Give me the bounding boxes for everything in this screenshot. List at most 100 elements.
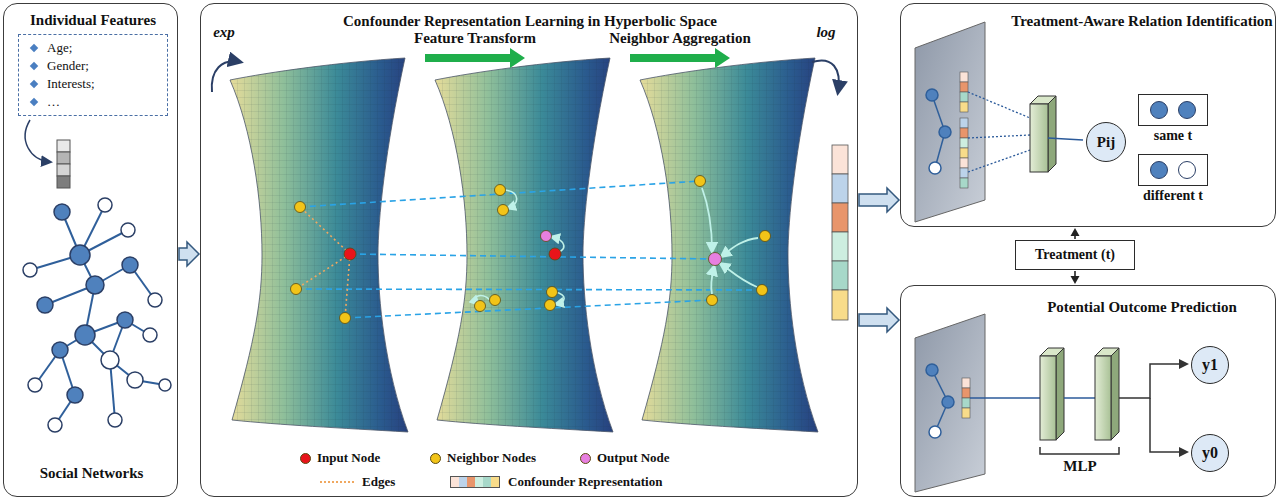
feature-item: Interests; [47,76,95,92]
graph-plane [915,314,985,492]
transform-arrow [425,48,525,68]
relation-layer [1030,96,1056,172]
arrow-head [1071,276,1080,284]
legend-swatch [300,453,311,464]
block-arrow [859,308,899,332]
step-label: Neighbor Aggregation [609,30,751,47]
legend-text: Confounder Representation [508,474,662,490]
aggregation-paths [702,188,758,294]
legend-text: Input Node [317,450,380,466]
bar-cell [475,477,483,487]
map-label: log [816,24,835,41]
representation-panel: Confounder Representation Learning in Hy… [200,3,858,497]
step-label: Feature Transform [414,30,536,47]
bar-cell [491,477,499,487]
outcome-lines [1119,364,1186,452]
confounder-representation-bar [832,145,848,320]
panel-title: Social Networks [40,465,144,481]
mlp-hidden-line [1064,397,1095,399]
block-arrow-shape [859,308,899,332]
mlp-label: MLP [1063,458,1096,475]
bar-cell [467,477,475,487]
treatment-pair-box: same t [1138,94,1208,126]
legend-item: Neighbor Nodes [430,450,536,466]
curved-arrow [25,120,50,162]
block-arrow [179,242,199,266]
mlp-layer [1095,348,1119,440]
unit-circle [1178,161,1196,179]
hyperbolic-surface [435,58,613,432]
bar-cell [451,477,459,487]
plane-graph [926,89,951,174]
feature-row: Gender; [27,57,159,75]
diamond-bullet [30,44,38,52]
circle-label: y1 [1202,356,1218,374]
legend-swatch [580,453,591,464]
block-arrow [859,188,899,212]
legend-text: Edges [362,474,395,490]
block-arrow-shape [859,188,899,212]
feature-lines [968,92,1030,172]
log-arrow [812,60,839,92]
treatment-pair-box: different t [1138,154,1208,186]
node-vector [962,378,970,418]
feature-row: Age; [27,39,159,57]
feature-item: Gender; [47,58,89,74]
pair-label: same t [1154,128,1193,143]
arrow-head [1071,228,1080,236]
legend-item: Output Node [580,450,670,466]
layer-output-line [1048,138,1083,140]
unit-circle [1178,101,1196,119]
outcome-circle: y1 [1191,346,1229,384]
map-label: exp [213,24,235,41]
feature-list-box: Age; Gender; Interests; … [18,34,168,116]
legend-swatch [430,453,441,464]
diamond-bullet [30,98,38,106]
feature-item: Age; [47,40,72,56]
feature-row: Interests; [27,75,159,93]
panel-title: Potential Outcome Prediction [1047,299,1237,315]
legend-item: Input Node [300,450,380,466]
panel-title-holder: Treatment-Aware Relation Identification [1011,12,1273,30]
surface-nodes [475,185,562,312]
arrow-shaft [1074,271,1076,276]
social-network-nodes [23,198,171,432]
pair-label-holder: different t [1143,188,1203,204]
social-network-edges [30,205,165,425]
legend-line-sample [320,481,354,483]
surface-nodes [695,176,771,306]
graph-edges [296,207,350,318]
outcome-circle: y0 [1191,434,1229,472]
exp-arrow [212,61,240,92]
feature-item: … [47,94,60,110]
correspondence-lines [296,181,762,318]
mlp-bracket [1040,447,1119,454]
mlp-layer [1040,348,1064,440]
bar-cell [483,477,491,487]
unit-circle [1150,101,1168,119]
transform-paths [475,190,564,304]
box-label: Treatment (t) [1035,247,1115,263]
relation-panel: Treatment-Aware Relation IdentificationP… [900,3,1276,227]
panel-title-holder: Potential Outcome Prediction [1011,298,1273,316]
pair-label: different t [1143,188,1203,203]
pair-label-holder: same t [1154,128,1193,144]
feature-box: Individual FeaturesAge; Gender; Interests;… [18,10,168,122]
circle-label: Pij [1097,134,1115,151]
input-panel: Social Networks Individual FeaturesAge; Ge… [3,3,178,497]
legend-bar-sample [450,476,500,488]
hyperbolic-surface [640,58,818,432]
diamond-bullet [30,80,38,88]
hyperbolic-surface [230,58,408,432]
surface-nodes [291,202,357,324]
mlp-input-line [970,397,1040,399]
legend-text: Output Node [597,450,670,466]
unit-circle [1150,161,1168,179]
feature-row: … [27,93,159,111]
panel-title: Treatment-Aware Relation Identification [1011,13,1272,29]
legend-item: Confounder Representation [450,474,662,490]
feature-heading: Individual Features [18,10,168,30]
aggregation-arrow [630,48,730,68]
treatment-box: Treatment (t) [1015,240,1135,270]
